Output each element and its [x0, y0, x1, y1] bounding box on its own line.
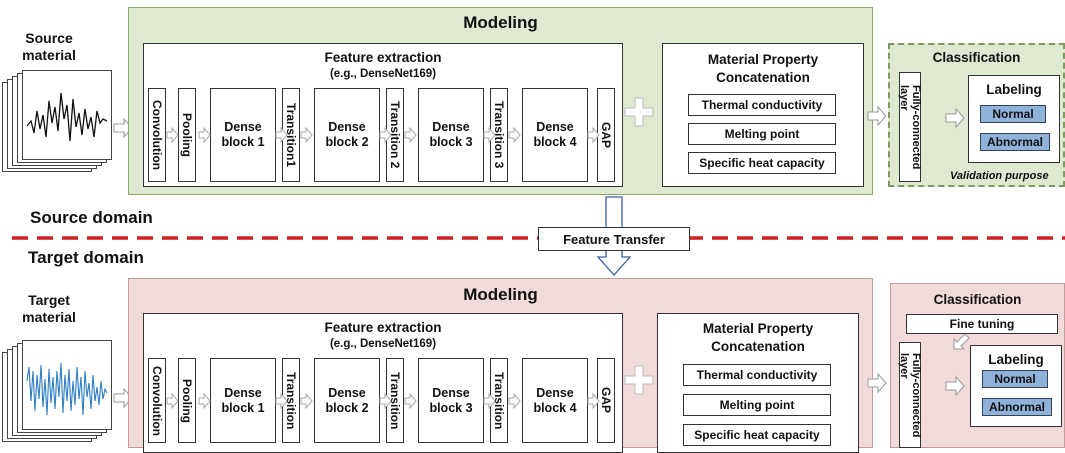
target-layer-pooling: Pooling	[178, 358, 196, 443]
source-layer-arrow	[508, 126, 521, 144]
source-labeling-title: Labeling	[986, 82, 1042, 97]
source-property-melting-point: Melting point	[688, 123, 836, 145]
source-layer-arrow	[379, 126, 392, 144]
source-layer-dense-block-2: Dense block 2	[314, 88, 380, 182]
target-domain-label: Target domain	[28, 248, 144, 267]
target-layer-convolution: Convolution	[148, 358, 166, 443]
source-material-label: Source material	[22, 30, 76, 63]
source-property-specific-heat: Specific heat capacity	[688, 152, 836, 174]
source-feature-extraction-example: (e.g., DenseNet169)	[329, 68, 437, 80]
target-layer-arrow	[587, 392, 600, 409]
target-feature-extraction-example: (e.g., DenseNet169)	[329, 338, 437, 350]
source-concat-title: Material Property Concatenation	[707, 52, 819, 85]
target-signal-plot	[26, 362, 108, 416]
source-layer-transition1: Transition1	[282, 88, 300, 182]
target-layer-transition: Transition	[490, 358, 508, 443]
source-layer-arrow	[275, 126, 288, 144]
target-concat-title: Material Property Concatenation	[702, 321, 814, 354]
source-feature-extraction-title: Feature extraction	[324, 50, 442, 65]
target-layer-arrow	[198, 392, 211, 409]
target-fc-layer: Fully-connected layer	[898, 342, 922, 448]
target-plus-icon	[624, 365, 654, 395]
target-layer-arrow	[275, 392, 288, 409]
source-layer-arrow	[404, 126, 417, 144]
source-property-thermal-conductivity: Thermal conductivity	[688, 94, 836, 116]
source-layer-pooling: Pooling	[178, 88, 196, 182]
source-validation-note: Validation purpose	[950, 170, 1049, 182]
fine-tuning-arrow	[953, 333, 970, 350]
target-feature-extraction-title: Feature extraction	[324, 320, 442, 335]
target-fine-tuning-box: Fine tuning	[906, 314, 1058, 334]
target-layer-dense-block-4: Dense block 4	[522, 358, 588, 443]
target-material-label: Target material	[22, 292, 76, 325]
source-layer-dense-block-1: Dense block 1	[210, 88, 276, 182]
source-signal-plot	[26, 92, 108, 142]
source-fc-layer: Fully-connected layer	[898, 72, 922, 182]
target-layer-arrow	[166, 392, 179, 409]
source-classification-title: Classification	[932, 50, 1021, 65]
target-modeling-title: Modeling	[463, 285, 538, 304]
target-layer-dense-block-3: Dense block 3	[418, 358, 484, 443]
target-classification-title: Classification	[933, 292, 1022, 307]
source-layer-dense-block-4: Dense block 4	[522, 88, 588, 182]
source-layer-convolution: Convolution	[148, 88, 166, 182]
target-layer-arrow	[404, 392, 417, 409]
target-layer-arrow	[300, 392, 313, 409]
feature-transfer-box: Feature Transfer	[538, 227, 690, 251]
domain-divider-line	[12, 236, 1065, 240]
source-label-normal: Normal	[980, 105, 1046, 123]
target-layer-arrow	[379, 392, 392, 409]
source-layer-arrow	[198, 126, 211, 144]
target-label-normal: Normal	[982, 370, 1048, 388]
target-signal-stack	[2, 338, 114, 448]
source-fc-to-labeling-arrow	[945, 107, 965, 129]
source-layer-transition-2: Transition 2	[386, 88, 404, 182]
target-label-abnormal: Abnormal	[982, 398, 1052, 416]
target-property-thermal-conductivity: Thermal conductivity	[683, 364, 831, 386]
target-layer-dense-block-1: Dense block 1	[210, 358, 276, 443]
source-layer-arrow	[166, 126, 179, 144]
target-property-melting-point: Melting point	[683, 394, 831, 416]
target-property-specific-heat: Specific heat capacity	[683, 424, 831, 446]
target-layer-transition: Transition	[282, 358, 300, 443]
source-layer-arrow	[587, 126, 600, 144]
target-layer-arrow	[483, 392, 496, 409]
target-layer-arrow	[508, 392, 521, 409]
source-domain-label: Source domain	[30, 208, 153, 227]
source-label-abnormal: Abnormal	[980, 133, 1050, 151]
source-plus-icon	[624, 97, 654, 127]
source-layer-arrow	[483, 126, 496, 144]
target-to-classification-arrow	[867, 372, 887, 394]
source-to-classification-arrow	[867, 105, 887, 127]
source-modeling-title: Modeling	[463, 13, 538, 32]
target-fc-to-labeling-arrow	[945, 375, 965, 397]
target-labeling-title: Labeling	[988, 352, 1044, 367]
target-layer-dense-block-2: Dense block 2	[314, 358, 380, 443]
source-layer-arrow	[300, 126, 313, 144]
source-signal-stack	[2, 68, 114, 178]
source-layer-dense-block-3: Dense block 3	[418, 88, 484, 182]
